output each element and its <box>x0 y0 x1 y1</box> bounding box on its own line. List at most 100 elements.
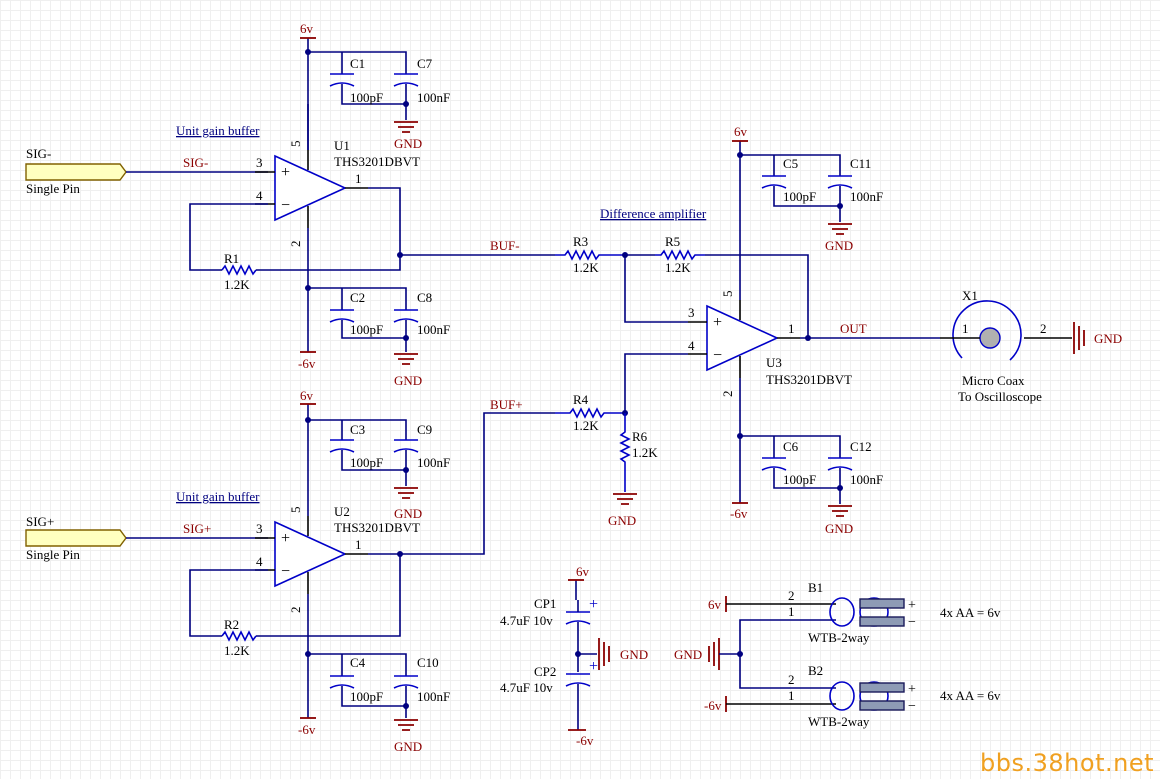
gnd-symbol <box>394 487 418 499</box>
power-label-neg6v: -6v <box>704 698 722 713</box>
opamp-u1-minus: − <box>281 197 290 214</box>
resistor-r1-ref: R1 <box>224 251 239 266</box>
junction <box>397 252 403 258</box>
capacitor-cp2-polarity: + <box>589 658 598 675</box>
capacitor-c9-ref: C9 <box>417 422 432 437</box>
resistor-r4-value: 1.2K <box>573 418 599 433</box>
power-label-6v: 6v <box>708 597 722 612</box>
coax-x1-pin2-num: 2 <box>1040 321 1047 336</box>
gnd-symbol <box>708 638 720 670</box>
junction <box>737 152 743 158</box>
power-label-6v: 6v <box>300 388 314 403</box>
gnd-label: GND <box>394 373 422 388</box>
resistor-r1 <box>221 264 257 276</box>
junction <box>837 203 843 209</box>
watermark: bbs.38hot.net <box>980 749 1154 777</box>
junction <box>737 433 743 439</box>
net-label-buf-plus: BUF+ <box>490 397 523 412</box>
opamp-u2-pin1-num: 1 <box>355 537 362 552</box>
opamp-u3-triangle <box>706 304 779 372</box>
coax-x1-pin1-num: 1 <box>962 321 969 336</box>
capacitor-c7-ref: C7 <box>417 56 433 71</box>
gnd-symbol <box>828 223 852 235</box>
title-difference-amplifier: Difference amplifier <box>600 206 707 221</box>
junction <box>403 467 409 473</box>
capacitor-c9 <box>393 439 419 453</box>
battery-b2-ref: B2 <box>808 663 823 678</box>
battery-b2: -6v 2 1 B2 + − WTB-2way 4x AA = 6v <box>704 654 1001 729</box>
wire <box>308 51 407 74</box>
wire <box>308 287 407 310</box>
opamp-u1-pin2-num: 2 <box>288 241 303 248</box>
wire-u2-feedback-right <box>256 553 401 637</box>
power-label-neg6v: -6v <box>576 733 594 748</box>
opamp-u2-pin4-num: 4 <box>256 554 263 569</box>
junction <box>403 101 409 107</box>
wire-u3-in3 <box>624 255 688 323</box>
connector-sig-minus-body <box>25 163 127 181</box>
opamp-u2-plus: + <box>281 530 290 547</box>
junction <box>305 285 311 291</box>
capacitor-c8-ref: C8 <box>417 290 432 305</box>
resistor-r5-value: 1.2K <box>665 260 691 275</box>
connector-sig-minus: SIG- Single Pin SIG- <box>25 146 268 196</box>
capacitor-c12-ref: C12 <box>850 439 872 454</box>
battery-b2-pin1: 1 <box>788 688 795 703</box>
battery-b2-pin2: 2 <box>788 672 795 687</box>
junction <box>305 651 311 657</box>
opamp-u2-minus: − <box>281 563 290 580</box>
capacitor-c8 <box>393 309 419 323</box>
wire-u3-in4 <box>624 353 688 413</box>
coax-x1-center <box>979 327 1001 349</box>
gnd-label: GND <box>394 506 422 521</box>
power-label-6v: 6v <box>734 124 748 139</box>
net-label-sig-minus: SIG- <box>183 155 208 170</box>
resistor-r4 <box>555 407 625 419</box>
opamp-u3-part: THS3201DBVT <box>766 372 852 387</box>
opamp-u3-pin3-num: 3 <box>688 305 695 320</box>
battery-b1-ref: B1 <box>808 580 823 595</box>
capacitor-c5-value: 100pF <box>783 189 816 204</box>
resistor-r5-ref: R5 <box>665 234 680 249</box>
power-label-neg6v: -6v <box>298 356 316 371</box>
junction <box>837 485 843 491</box>
battery-b2-cell-top <box>859 682 905 693</box>
wire-u1-feedback-right <box>256 187 401 271</box>
connector-sig-minus-type: Single Pin <box>26 181 80 196</box>
battery-b2-plus: + <box>908 682 916 697</box>
capacitor-c10-ref: C10 <box>417 655 439 670</box>
coax-x1-line1: Micro Coax <box>962 373 1025 388</box>
resistor-r3-value: 1.2K <box>573 260 599 275</box>
resistor-r6 <box>619 413 631 492</box>
opamp-u1-part: THS3201DBVT <box>334 154 420 169</box>
wire <box>740 435 841 458</box>
resistor-r4-ref: R4 <box>573 392 589 407</box>
wire <box>740 154 841 176</box>
connector-sig-plus-name: SIG+ <box>26 514 54 529</box>
wire <box>341 686 407 718</box>
capacitor-c3-value: 100pF <box>350 455 383 470</box>
opamp-u3-plus: + <box>713 314 722 331</box>
capacitor-cp1-ref: CP1 <box>534 596 556 611</box>
battery-b2-part: WTB-2way <box>808 714 870 729</box>
capacitor-c6 <box>761 457 787 471</box>
opamp-u2-ref: U2 <box>334 504 350 519</box>
resistor-r5 <box>655 249 705 261</box>
opamp-u2-triangle <box>274 520 347 588</box>
gnd-label: GND <box>608 513 636 528</box>
resistor-r2-value: 1.2K <box>224 643 250 658</box>
junction <box>305 49 311 55</box>
capacitor-c2-ref: C2 <box>350 290 365 305</box>
capacitor-c5-ref: C5 <box>783 156 798 171</box>
battery-b1-cell-bottom <box>859 616 905 627</box>
opamp-u1-pin1-num: 1 <box>355 171 362 186</box>
battery-b1: 6v 2 1 B1 + − WTB-2way 4x AA = 6v <box>708 580 1001 654</box>
connector-sig-plus-type: Single Pin <box>26 547 80 562</box>
gnd-symbol <box>394 719 418 731</box>
gnd-symbol <box>1073 322 1085 354</box>
capacitor-c12 <box>827 457 853 471</box>
battery-b2-cell-bottom <box>859 700 905 711</box>
gnd-label: GND <box>674 647 702 662</box>
capacitor-c12-value: 100nF <box>850 472 883 487</box>
